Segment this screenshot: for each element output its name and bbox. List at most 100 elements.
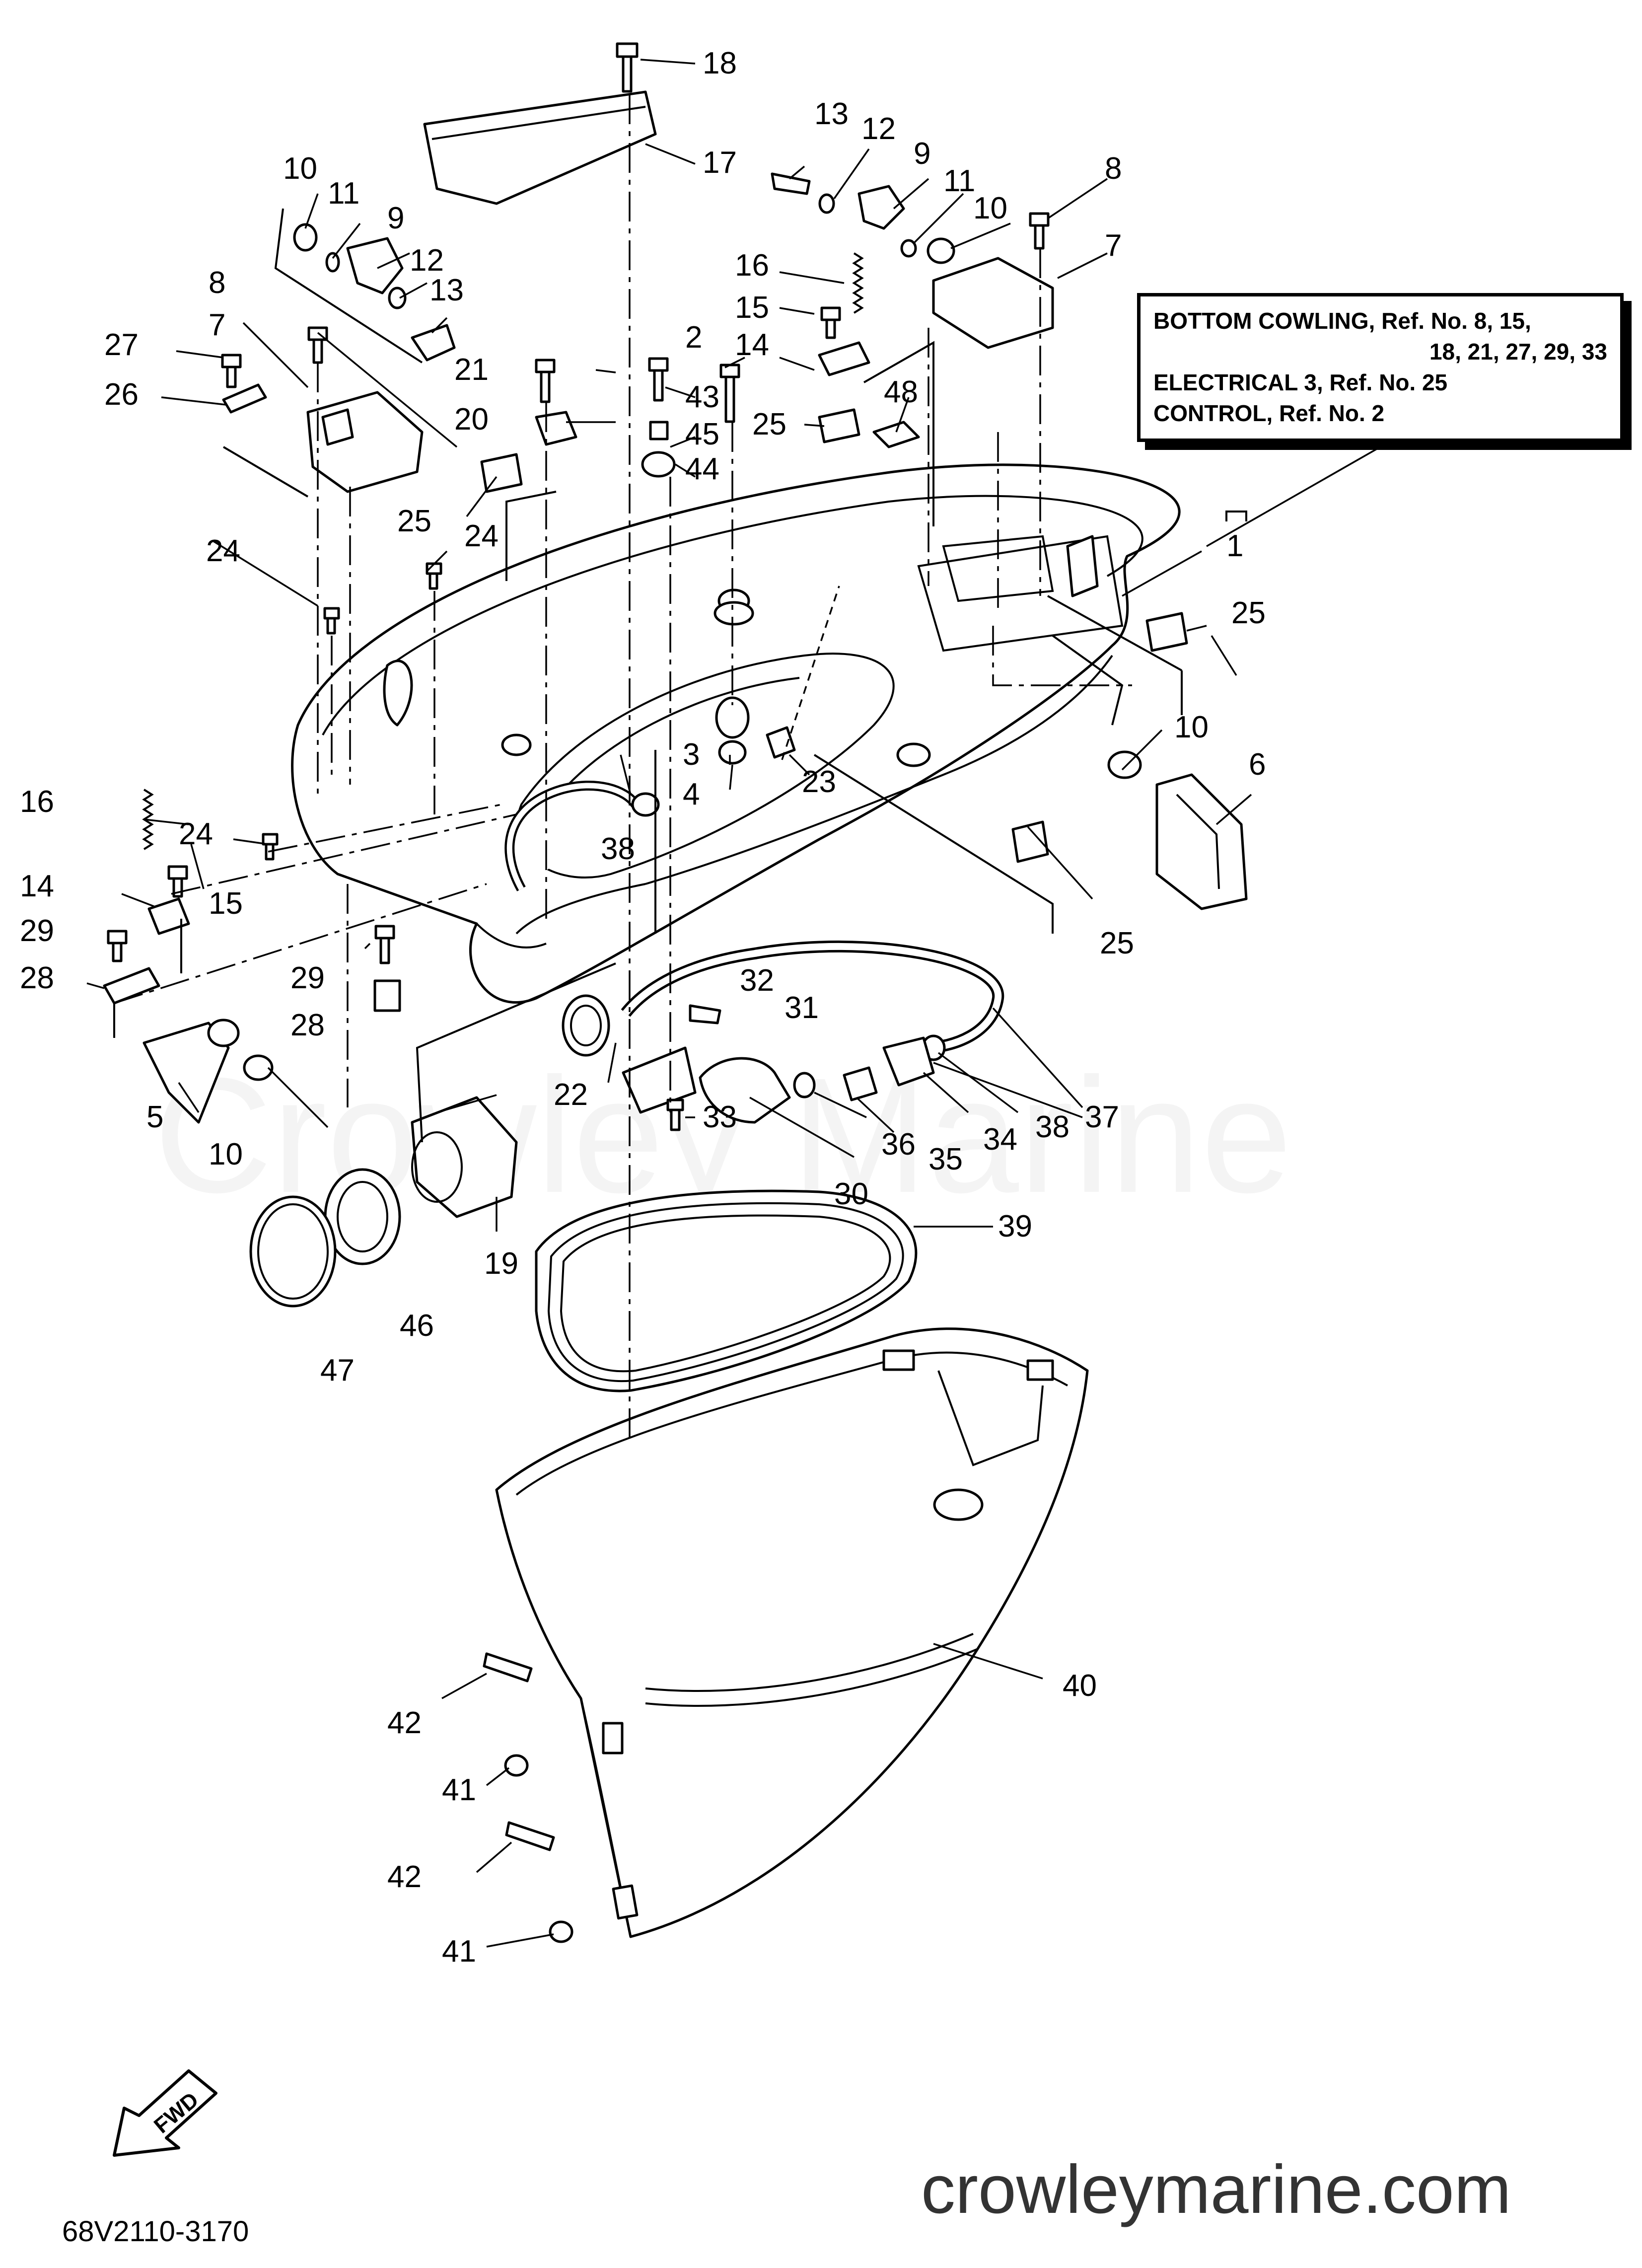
spring-16-right [852,252,864,314]
callout-25b: 25 [752,407,786,441]
clip-14-right [818,341,870,376]
reference-box: BOTTOM COWLING, Ref. No. 8, 15, 18, 21, … [1137,293,1624,442]
clip-25-d [1011,820,1049,863]
callout-47: 47 [320,1353,355,1388]
lower-cover [495,1327,1089,1938]
clip-25-b [818,408,860,443]
bolt-2 [719,364,740,423]
collar-45 [649,421,669,440]
callout-6: 6 [1249,747,1266,782]
callout-8b: 8 [1105,151,1122,186]
handle-5 [143,1022,230,1124]
callout-35: 35 [928,1142,963,1176]
bolt-18 [616,42,639,93]
clamp-47 [249,1195,337,1308]
callout-27: 27 [104,328,139,362]
callout-40: 40 [1063,1669,1097,1703]
elbow-30 [699,1057,791,1124]
bolt-42-lower [505,1821,555,1851]
callout-24b: 24 [464,519,499,553]
callout-16a: 16 [20,785,54,819]
callout-1: 1 [1226,529,1243,563]
callout-36: 36 [881,1127,916,1162]
grommet-10-right [927,237,955,264]
bracket-7-left [306,391,424,493]
pin-24-b [426,562,442,590]
bolt-8-left [307,326,328,364]
screw-32 [689,1004,721,1024]
bolt-29-right [374,925,395,964]
clip-25-a [480,453,523,493]
part-28-right [373,979,401,1012]
ring-46 [324,1168,401,1265]
callout-12a: 12 [410,243,444,278]
callout-15b: 15 [735,291,769,325]
clip-25-c [1145,612,1188,652]
callout-30: 30 [834,1177,868,1211]
fitting-35 [843,1066,878,1101]
clip-23 [766,726,796,759]
screw-13-right [771,172,811,195]
callout-25a: 25 [397,504,431,538]
callout-10b: 10 [973,191,1007,225]
callout-13b: 13 [814,97,849,131]
callout-8a: 8 [209,266,225,300]
callout-2: 2 [685,320,702,355]
bolt-27 [221,354,242,388]
bolt-43 [648,357,669,402]
leader-lines [86,59,1381,1948]
callout-21: 21 [454,353,489,387]
callout-14b: 14 [735,328,769,362]
top-cover-17 [423,90,657,205]
grommet-44 [641,451,676,478]
callout-11b: 11 [943,164,975,198]
callout-16b: 16 [735,248,769,283]
callout-10d: 10 [209,1137,243,1171]
callout-23: 23 [802,765,836,799]
pin-24-c [262,833,279,861]
callout-41a: 41 [442,1773,476,1807]
nut-4 [718,740,747,765]
callout-26: 26 [104,377,139,412]
callout-24c: 24 [179,817,213,851]
connector-19 [411,1096,518,1218]
callout-5: 5 [146,1100,163,1134]
callout-48: 48 [884,375,918,409]
callout-7b: 7 [1105,228,1122,263]
ref-line-2: 18, 21, 27, 29, 33 [1429,339,1607,365]
callout-25d: 25 [1100,926,1134,960]
callout-3: 3 [683,737,700,772]
callout-42b: 42 [387,1860,422,1894]
callout-29a: 29 [20,914,54,948]
bolt-21 [535,359,556,403]
nut-41-upper [504,1754,529,1777]
grommet-22 [562,994,610,1057]
fwd-arrow-icon: FWD [113,2069,217,2157]
callout-33: 33 [703,1100,737,1134]
plate-20 [535,411,577,446]
callout-13a: 13 [429,273,464,307]
callout-9b: 9 [914,137,930,171]
bolt-33 [666,1098,684,1131]
bolt-29-left [107,930,128,962]
callout-28a: 28 [20,961,54,995]
callout-4: 4 [683,777,700,811]
nut-41-lower [549,1920,573,1943]
cap-9-left [346,237,404,294]
callout-14a: 14 [20,869,54,903]
washer-36 [793,1072,816,1098]
callout-25c: 25 [1231,596,1266,630]
clip-14-left [147,897,190,935]
callout-44: 44 [685,452,719,486]
callout-12b: 12 [861,112,896,146]
bolt-15-right [820,306,841,339]
plate-26 [222,383,267,414]
callout-37: 37 [1085,1100,1119,1134]
callout-19: 19 [484,1246,518,1281]
washer-12-left [388,287,407,309]
label-48 [872,421,920,448]
ref-line-3: ELECTRICAL 3, Ref. No. 25 [1153,369,1448,395]
callout-39: 39 [998,1209,1032,1244]
callout-46: 46 [400,1309,434,1343]
callout-9a: 9 [387,201,404,235]
